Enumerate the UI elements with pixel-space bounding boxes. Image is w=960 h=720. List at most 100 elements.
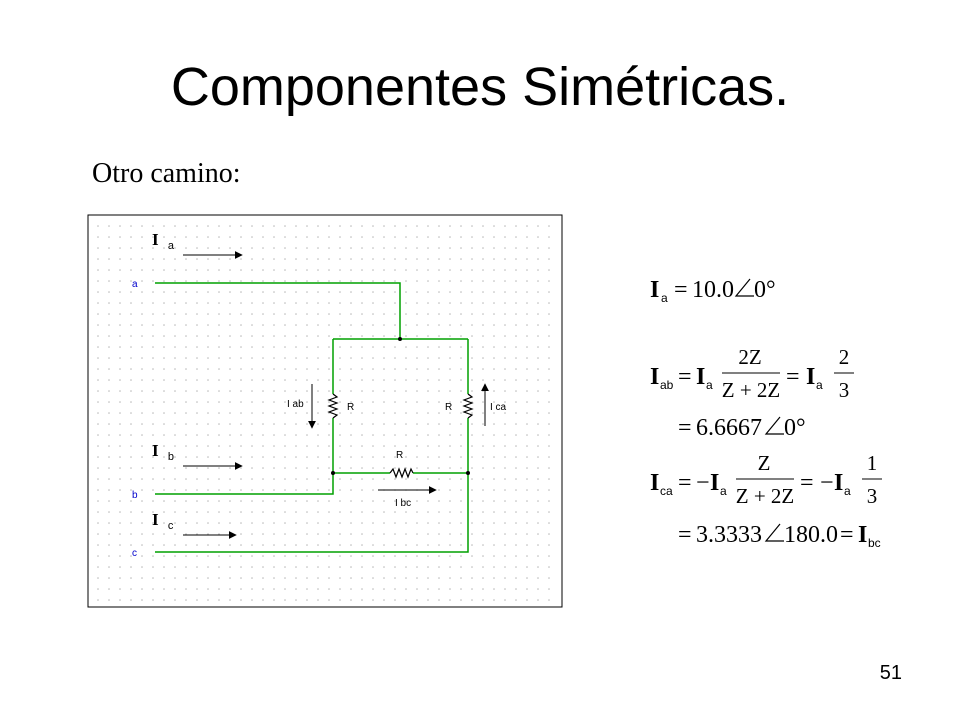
grid-dot [328, 478, 330, 480]
eq3-symbol: I [650, 470, 659, 496]
grid-dot [174, 390, 176, 392]
grid-dot [537, 522, 539, 524]
grid-dot [229, 390, 231, 392]
grid-dot [163, 258, 165, 260]
grid-dot [350, 423, 352, 425]
grid-dot [361, 379, 363, 381]
grid-dot [240, 456, 242, 458]
grid-dot [317, 467, 319, 469]
grid-dot [548, 467, 550, 469]
grid-dot [548, 302, 550, 304]
grid-dot [493, 566, 495, 568]
grid-dot [97, 390, 99, 392]
grid-dot [229, 434, 231, 436]
grid-dot [515, 302, 517, 304]
grid-dot [284, 247, 286, 249]
grid-dot [504, 467, 506, 469]
grid-dot [482, 258, 484, 260]
grid-dot [97, 236, 99, 238]
grid-dot [229, 511, 231, 513]
grid-dot [130, 379, 132, 381]
grid-dot [119, 401, 121, 403]
grid-dot [141, 280, 143, 282]
grid-dot [449, 401, 451, 403]
grid-dot [460, 533, 462, 535]
grid-dot [240, 269, 242, 271]
eq3-line2-equals-2: = [840, 522, 854, 548]
grid-dot [504, 434, 506, 436]
grid-dot [438, 555, 440, 557]
grid-dot [482, 434, 484, 436]
grid-dot [493, 544, 495, 546]
grid-dot [108, 258, 110, 260]
grid-dot [152, 324, 154, 326]
eq3-ibc-symbol: I [858, 522, 867, 548]
grid-dot [262, 247, 264, 249]
grid-dot [306, 445, 308, 447]
grid-dot [130, 401, 132, 403]
grid-dot [273, 544, 275, 546]
grid-dot [515, 500, 517, 502]
grid-dot [361, 401, 363, 403]
grid-dot [163, 390, 165, 392]
eq2-ia2-symbol: I [806, 364, 815, 390]
grid-dot [383, 269, 385, 271]
grid-dot [108, 291, 110, 293]
slide-title: Componentes Simétricas. [170, 57, 790, 117]
grid-dot [449, 489, 451, 491]
grid-dot [108, 478, 110, 480]
grid-dot [460, 489, 462, 491]
grid-dot [185, 313, 187, 315]
grid-dot [130, 445, 132, 447]
grid-dot [416, 599, 418, 601]
grid-dot [207, 247, 209, 249]
grid-dot [328, 335, 330, 337]
grid-dot [449, 324, 451, 326]
grid-dot [394, 566, 396, 568]
grid-dot [493, 445, 495, 447]
grid-dot [273, 280, 275, 282]
grid-dot [383, 544, 385, 546]
grid-dot [130, 247, 132, 249]
grid-dot [119, 346, 121, 348]
grid-dot [372, 489, 374, 491]
grid-dot [196, 357, 198, 359]
grid-dot [383, 368, 385, 370]
eq2-line2-value: 6.6667 [696, 415, 762, 441]
grid-dot [196, 247, 198, 249]
grid-dot [295, 456, 297, 458]
grid-dot [119, 269, 121, 271]
grid-dot [273, 467, 275, 469]
eq3-equals-2: = [800, 470, 814, 496]
grid-dot [141, 225, 143, 227]
grid-dot [383, 401, 385, 403]
grid-dot [218, 368, 220, 370]
eq2-frac2-denominator: 3 [839, 378, 850, 402]
grid-dot [207, 368, 209, 370]
grid-dot [548, 390, 550, 392]
grid-dot [251, 500, 253, 502]
grid-dot [97, 511, 99, 513]
grid-dot [119, 247, 121, 249]
grid-dot [141, 511, 143, 513]
grid-dot [295, 258, 297, 260]
grid-dot [97, 588, 99, 590]
grid-dot [218, 434, 220, 436]
grid-dot [229, 577, 231, 579]
grid-dot [130, 423, 132, 425]
grid-dot [207, 522, 209, 524]
grid-dot [416, 566, 418, 568]
grid-dot [317, 555, 319, 557]
grid-dot [240, 291, 242, 293]
grid-dot [372, 412, 374, 414]
grid-dot [460, 467, 462, 469]
grid-dot [350, 489, 352, 491]
grid-dot [449, 566, 451, 568]
grid-dot [515, 445, 517, 447]
grid-dot [262, 522, 264, 524]
grid-dot [163, 533, 165, 535]
grid-dot [185, 368, 187, 370]
grid-dot [97, 456, 99, 458]
grid-dot [152, 522, 154, 524]
grid-dot [273, 522, 275, 524]
